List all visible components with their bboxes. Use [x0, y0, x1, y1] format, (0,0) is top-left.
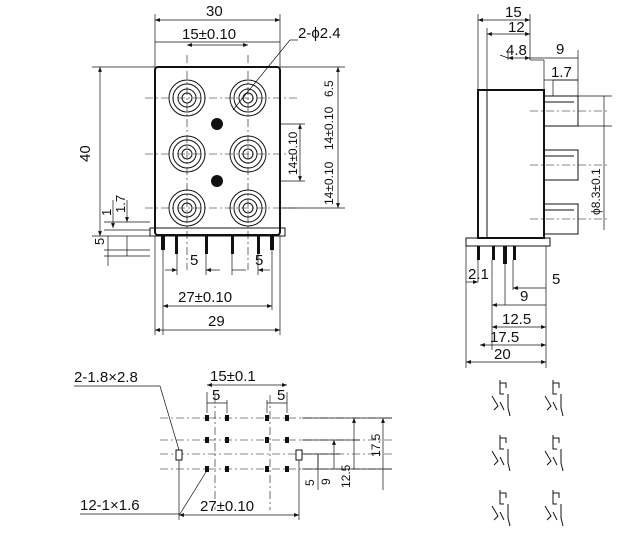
jack-switch-symbol-2: [544, 380, 564, 417]
side-top-9-label: 9: [556, 41, 564, 58]
mounting-hole-2: [211, 175, 223, 187]
front-pin-5a-label: 5: [190, 252, 198, 269]
front-left-17-label: 1.7: [113, 195, 128, 213]
front-pin-span-label: 27±0.10: [178, 289, 232, 306]
side-b-20-label: 20: [494, 346, 511, 363]
footprint-r-175-label: 17.5: [369, 433, 383, 457]
jack-switch-symbol-5: [491, 490, 511, 527]
footprint-r-125-label: 12.5: [339, 464, 353, 488]
side-b-125-label: 12.5: [502, 311, 531, 328]
footprint-pads-label: 12-1×1.6: [80, 497, 140, 514]
footprint-pad-5b-label: 5: [277, 387, 285, 404]
footprint-r-9-label: 9: [319, 478, 333, 485]
side-jack-dia-label: ϕ8.3±0.1: [589, 168, 603, 215]
slot-right: [295, 449, 303, 461]
side-view: 15 12 4.8 9 1.7 ϕ8.3±0.1 2.1 5 9: [465, 4, 612, 368]
front-base-label: 29: [208, 313, 225, 330]
front-height-label: 40: [77, 145, 94, 162]
footprint-view: 15±0.1 5 5 2-1.8×2.8 12-1×1.6 27±0.10 5 …: [74, 368, 395, 520]
front-hole-label: 2-ϕ2.4: [298, 25, 341, 42]
side-b-9-label: 9: [520, 288, 528, 305]
front-body: [154, 66, 281, 236]
mounting-hole-1: [211, 118, 223, 130]
front-pitch-label: 15±0.10: [182, 26, 236, 43]
slot-left: [175, 449, 183, 461]
side-b-175-label: 17.5: [490, 329, 519, 346]
front-right-mid2-label: 14±0.10: [286, 131, 300, 175]
footprint-r-5-label: 5: [303, 479, 317, 486]
jack-grid: [168, 79, 267, 227]
jack-switch-symbol-3: [491, 435, 511, 472]
side-top-15-label: 15: [505, 4, 522, 21]
side-b-5-label: 5: [552, 271, 560, 288]
front-base: [149, 227, 286, 237]
front-right-bot-label: 14±0.10: [322, 161, 336, 205]
side-base: [465, 237, 551, 247]
footprint-span-label: 27±0.10: [200, 498, 254, 515]
front-left-5-label: 5: [92, 238, 107, 245]
front-view: 30 15±0.10 2-ϕ2.4 40 1.7 1 5 6.5 14±0.10…: [77, 3, 345, 335]
jack-switch-symbol-6: [544, 490, 564, 527]
side-top-48-label: 4.8: [506, 42, 527, 59]
side-top-12-label: 12: [508, 19, 525, 36]
jack-switch-symbol-1: [491, 380, 511, 417]
side-top-17-label: 1.7: [551, 64, 572, 81]
jack-switch-symbol-4: [544, 435, 564, 472]
schematic-symbols: [491, 380, 564, 527]
front-right-mid1-label: 14±0.10: [322, 106, 336, 150]
side-b-21-label: 2.1: [468, 266, 489, 283]
footprint-pad-5a-label: 5: [212, 387, 220, 404]
footprint-slot-label: 2-1.8×2.8: [74, 369, 138, 386]
front-left-1-label: 1: [99, 209, 114, 216]
front-width-label: 30: [206, 3, 223, 20]
footprint-pitch-label: 15±0.1: [210, 368, 256, 385]
front-right-top-label: 6.5: [322, 80, 336, 97]
side-body: [477, 89, 545, 239]
footprint-pads: [205, 415, 289, 472]
front-pin-5b-label: 5: [255, 252, 263, 269]
